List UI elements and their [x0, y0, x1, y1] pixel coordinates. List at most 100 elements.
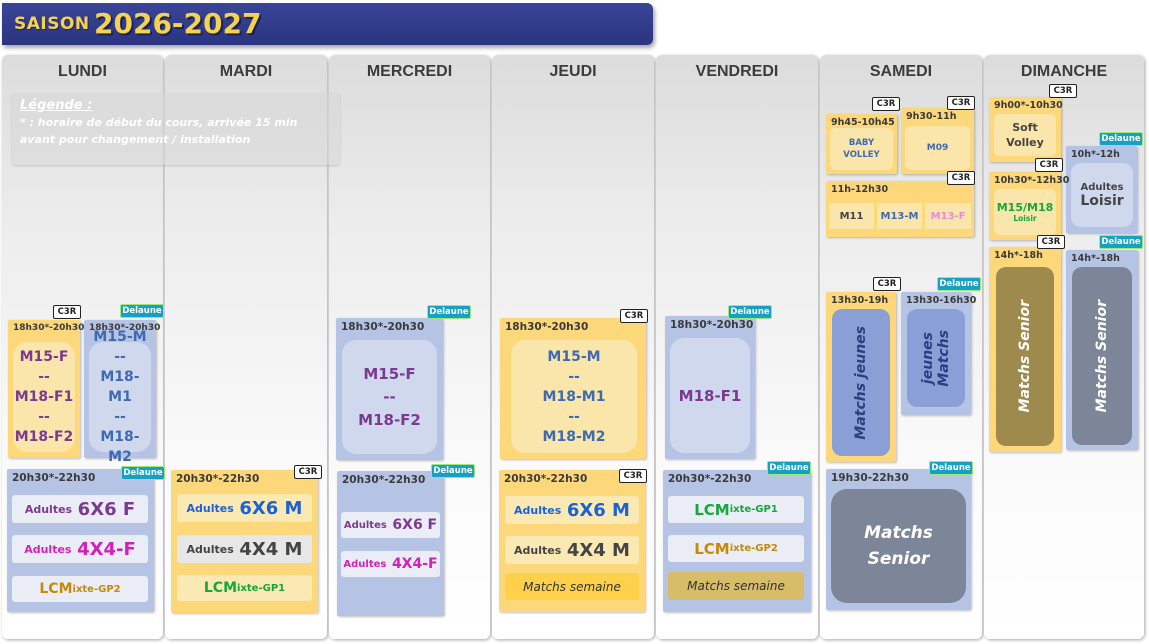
session-groups: M09 — [905, 126, 970, 170]
group-label: M15/M18 — [996, 201, 1054, 214]
group-row: Adultes 4X4-F — [341, 551, 440, 577]
session-block[interactable]: 20h30*-22h30 Adultes 6X6 F Adultes 4X4-F… — [7, 469, 154, 612]
row-prefix: LCM — [694, 500, 730, 519]
session-groups: M15-F -- M18-F2 — [342, 340, 437, 454]
session-time: 13h30-16h30 — [906, 295, 977, 306]
group-label: M15-M — [547, 348, 601, 365]
group-label: Adultes — [1080, 181, 1124, 193]
session-block[interactable]: 13h30-19h Matchs jeunes — [826, 292, 896, 462]
day-header: SAMEDI — [869, 63, 933, 80]
separator: -- — [114, 349, 126, 365]
delaune-tag: Delaune — [120, 304, 164, 318]
row-prefix: Adultes — [186, 542, 234, 556]
session-block[interactable]: 10h*-12h Adultes Loisir — [1066, 146, 1137, 233]
session-groups: Matchs jeunes — [832, 309, 890, 456]
row-main: 4X4 M — [566, 539, 630, 561]
group-row: Adultes 4X4 M — [505, 536, 639, 564]
session-groups: M15-M -- M18-M1 -- M18-M2 — [511, 340, 637, 453]
group-label: Soft — [1012, 121, 1038, 134]
delaune-tag: Delaune — [937, 277, 981, 291]
session-groups: Soft Volley — [994, 114, 1056, 156]
row-main: ixte-GP1 — [729, 504, 778, 515]
session-block[interactable]: 18h30*-20h30 M15-F -- M18-F2 — [336, 318, 443, 460]
delaune-tag: Delaune — [431, 464, 475, 478]
delaune-tag: Delaune — [929, 461, 973, 475]
row-prefix: Adultes — [24, 502, 73, 516]
session-block[interactable]: 13h30-16h30 Matchs jeunes — [901, 292, 976, 415]
session-time: 20h30*-22h30 — [12, 472, 96, 484]
group-label: Loisir — [1080, 192, 1124, 209]
delaune-tag: Delaune — [121, 466, 165, 480]
session-block[interactable]: 20h30*-22h30 Adultes 6X6 M Adultes 4X4 M… — [499, 470, 645, 612]
c3r-tag: C3R — [947, 171, 975, 185]
group-label: Matchs jeunes — [853, 325, 869, 440]
session-block[interactable]: 19h30-22h30 Matchs Senior — [826, 469, 971, 610]
row-prefix: Adultes — [343, 558, 387, 570]
session-block[interactable]: 14h*-18h Matchs Senior — [1066, 250, 1138, 450]
session-groups: M15-F -- M18-F1 -- M18-F2 — [13, 342, 75, 452]
row-main: 6X6 F — [392, 517, 438, 533]
c3r-tag: C3R — [53, 305, 81, 319]
session-time: 10h*-12h — [1071, 149, 1120, 160]
row-prefix: Adultes — [343, 519, 387, 531]
row-main: 6X6 M — [239, 497, 303, 519]
session-block[interactable]: 9h00*-10h30 Soft Volley — [989, 97, 1063, 162]
c3r-tag: C3R — [873, 277, 901, 291]
group-row: Adultes 6X6 M — [177, 494, 312, 522]
session-block[interactable]: 9h30-11h M09 — [901, 108, 974, 174]
group-label: M15-M — [93, 329, 147, 345]
row-prefix: Adultes — [186, 501, 234, 515]
group-label: Senior — [867, 549, 930, 569]
session-block[interactable]: 18h30*-20h30 M18-F1 — [665, 316, 755, 459]
session-time: 18h30*-20h30 — [505, 321, 589, 333]
matchs-semaine-row: Matchs semaine — [505, 573, 639, 600]
c3r-tag: C3R — [1035, 158, 1063, 172]
session-block[interactable]: 11h-12h30 M11 M13-M M13-F — [826, 181, 974, 237]
separator: -- — [568, 408, 580, 425]
group-label: BABY — [848, 138, 875, 148]
separator: -- — [568, 368, 580, 385]
delaune-tag: Delaune — [1099, 235, 1143, 249]
day-header: DIMANCHE — [1020, 63, 1108, 80]
group-cell: M13-F — [925, 203, 971, 229]
session-block[interactable]: 20h30*-22h30 Adultes 6X6 F Adultes 4X4-F — [337, 471, 444, 616]
session-time: 19h30-22h30 — [831, 472, 909, 484]
c3r-tag: C3R — [947, 96, 975, 110]
row-main: 6X6 M — [566, 499, 630, 521]
group-label: Matchs — [936, 329, 952, 387]
separator: -- — [383, 387, 396, 406]
session-time: 13h30-19h — [831, 295, 889, 306]
group-label: M18-M1 — [100, 369, 140, 405]
group-label: M15-F — [19, 349, 69, 365]
session-block[interactable]: 14h*-18h Matchs Senior — [989, 247, 1061, 452]
session-groups: Matchs Senior — [831, 489, 966, 603]
group-row: Adultes 4X4-F — [12, 535, 148, 563]
c3r-tag: C3R — [619, 469, 647, 483]
session-block[interactable]: 10h30*-12h30 M15/M18 Loisir — [989, 172, 1069, 240]
session-block[interactable]: 9h45-10h45 BABY VOLLEY — [826, 114, 897, 174]
session-block[interactable]: 18h30*-20h30 M15-F -- M18-F1 -- M18-F2 — [8, 320, 84, 458]
session-block[interactable]: 18h30*-20h30 M15-M -- M18-M1 -- M18-M2 — [500, 318, 646, 459]
day-header: LUNDI — [58, 63, 107, 80]
session-time: 9h00*-10h30 — [994, 100, 1063, 111]
day-header: MARDI — [219, 63, 273, 80]
session-time: 10h30*-12h30 — [994, 175, 1070, 186]
row-main: ixte-GP2 — [729, 543, 778, 554]
session-block[interactable]: 18h30*-20h30 M15-M -- M18-M1 -- M18-M2 — [84, 320, 160, 465]
legend-title: Légende : — [20, 98, 93, 113]
row-prefix: LCM — [39, 581, 73, 597]
legend-text: * : horaire de début du cours, arrivée 1… — [20, 116, 298, 146]
session-groups: Matchs Senior — [996, 267, 1054, 446]
row-main: ixte-GP1 — [237, 582, 286, 594]
group-cell: M13-M — [877, 203, 922, 229]
separator: -- — [114, 409, 126, 425]
row-prefix: Adultes — [514, 543, 562, 557]
session-block[interactable]: 20h30*-22h30 Adultes 6X6 M Adultes 4X4 M… — [171, 470, 318, 613]
session-time: 18h30*-20h30 — [89, 323, 161, 333]
season-banner: SAISON 2026-2027 — [2, 3, 653, 45]
group-label: Matchs Senior — [1094, 299, 1110, 413]
session-groups: Matchs jeunes — [907, 309, 965, 407]
